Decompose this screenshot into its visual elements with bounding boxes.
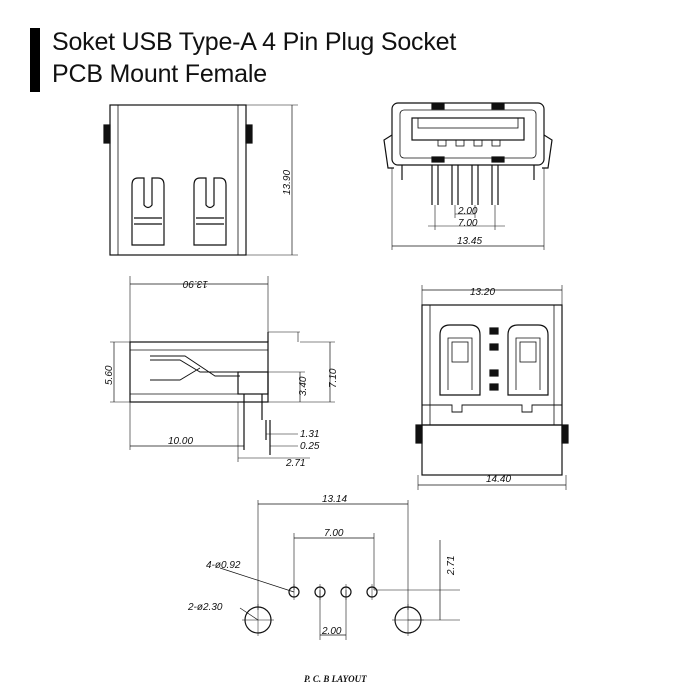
side-latch — [237, 371, 269, 395]
title-line-2: PCB Mount Female — [52, 60, 267, 88]
spring-tab-left — [131, 177, 165, 246]
dim-13-90-side: 13.90 — [183, 278, 208, 289]
front-shell — [391, 102, 545, 166]
dim-2-00-front: 2.00 — [457, 206, 478, 217]
title-accent-bar — [30, 28, 40, 92]
dim-10-00: 10.00 — [168, 436, 193, 447]
dim-13-20: 13.20 — [470, 287, 495, 298]
dim-2-00-pcb: 2.00 — [321, 626, 342, 637]
dim-5-60: 5.60 — [104, 365, 115, 385]
dim-7-00-pcb: 7.00 — [324, 528, 344, 539]
plate-tab-right — [507, 324, 549, 396]
pcb-layout-caption: P. C. B LAYOUT — [304, 674, 367, 684]
dim-3-40: 3.40 — [298, 376, 309, 396]
side-profile-view — [110, 276, 335, 462]
socket-body-outline — [109, 104, 247, 256]
dim-1-31: 1.31 — [300, 429, 319, 440]
front-view — [383, 102, 553, 250]
dim-13-14: 13.14 — [322, 494, 347, 505]
large-hole-callout: 2-ø2.30 — [187, 602, 223, 613]
dim-13-45-front: 13.45 — [457, 236, 482, 247]
plate-outline — [421, 304, 563, 426]
pcb-layout-view — [219, 500, 460, 640]
spring-tab-right — [193, 177, 227, 246]
dim-13-90-top: 13.90 — [282, 170, 293, 195]
title-line-1: Soket USB Type-A 4 Pin Plug Socket — [52, 28, 457, 56]
dim-2-71-side: 2.71 — [285, 458, 305, 469]
dim-7-10: 7.10 — [328, 368, 339, 388]
dim-14-40: 14.40 — [486, 474, 511, 485]
dim-0-25: 0.25 — [300, 441, 320, 452]
plate-skirt — [421, 424, 563, 476]
dim-2-71-pcb: 2.71 — [446, 556, 457, 576]
plate-tab-left — [439, 324, 481, 396]
front-cavity — [411, 117, 525, 141]
bottom-plate-view — [415, 285, 569, 490]
small-hole-callout: 4-ø0.92 — [206, 560, 241, 571]
top-side-view — [103, 104, 298, 256]
dim-7-00-front: 7.00 — [458, 218, 478, 229]
page-title: Soket USB Type-A 4 Pin Plug Socket PCB M… — [52, 26, 456, 90]
